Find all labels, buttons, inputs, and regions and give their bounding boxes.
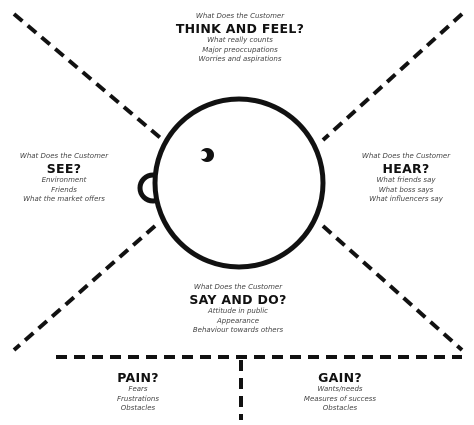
gain-heading: GAIN? bbox=[318, 370, 362, 385]
gain-item: Obstacles bbox=[322, 404, 358, 412]
head-eye-highlight bbox=[199, 151, 207, 159]
divider-bottom-right bbox=[321, 224, 464, 352]
say-do-item: Attitude in public bbox=[207, 307, 269, 315]
pain-heading: PAIN? bbox=[117, 370, 159, 385]
hear-item: What boss says bbox=[378, 185, 434, 194]
head-icon bbox=[137, 96, 326, 270]
section-say-do: What Does the Customer SAY AND DO? Attit… bbox=[168, 283, 308, 336]
divider-bottom-left bbox=[12, 224, 157, 352]
see-item: Environment bbox=[41, 176, 87, 184]
section-see: What Does the Customer SEE? Environment … bbox=[8, 152, 120, 205]
section-think-feel: What Does the Customer THINK AND FEEL? W… bbox=[160, 12, 320, 65]
pain-item: Frustrations bbox=[117, 394, 159, 403]
hear-heading: HEAR? bbox=[382, 161, 430, 176]
hear-item: What influencers say bbox=[369, 195, 443, 203]
divider-top-left bbox=[12, 12, 172, 148]
say-do-heading: SAY AND DO? bbox=[189, 292, 287, 307]
see-item: Friends bbox=[51, 185, 77, 194]
section-hear: What Does the Customer HEAR? What friend… bbox=[350, 152, 462, 205]
think-feel-heading: THINK AND FEEL? bbox=[175, 21, 305, 36]
section-pain: PAIN? Fears Frustrations Obstacles bbox=[98, 370, 178, 414]
pain-item: Obstacles bbox=[120, 404, 156, 412]
say-do-item: Appearance bbox=[216, 316, 260, 325]
gain-item: Wants/needs bbox=[317, 385, 363, 393]
gain-item: Measures of success bbox=[303, 394, 377, 403]
hear-prefix: What Does the Customer bbox=[361, 152, 451, 160]
see-prefix: What Does the Customer bbox=[19, 152, 109, 160]
think-feel-item: Worries and aspirations bbox=[198, 55, 282, 63]
hear-item: What friends say bbox=[376, 176, 436, 184]
section-gain: GAIN? Wants/needs Measures of success Ob… bbox=[290, 370, 390, 414]
say-do-item: Behaviour towards others bbox=[192, 326, 284, 334]
head-circle bbox=[152, 96, 326, 270]
think-feel-item: What really counts bbox=[207, 36, 273, 44]
pain-item: Fears bbox=[128, 385, 148, 393]
think-feel-prefix: What Does the Customer bbox=[195, 12, 285, 20]
say-do-prefix: What Does the Customer bbox=[193, 283, 283, 291]
divider-top-right bbox=[321, 12, 464, 142]
see-item: What the market offers bbox=[23, 195, 105, 203]
see-heading: SEE? bbox=[46, 161, 82, 176]
think-feel-item: Major preoccupations bbox=[202, 45, 278, 54]
